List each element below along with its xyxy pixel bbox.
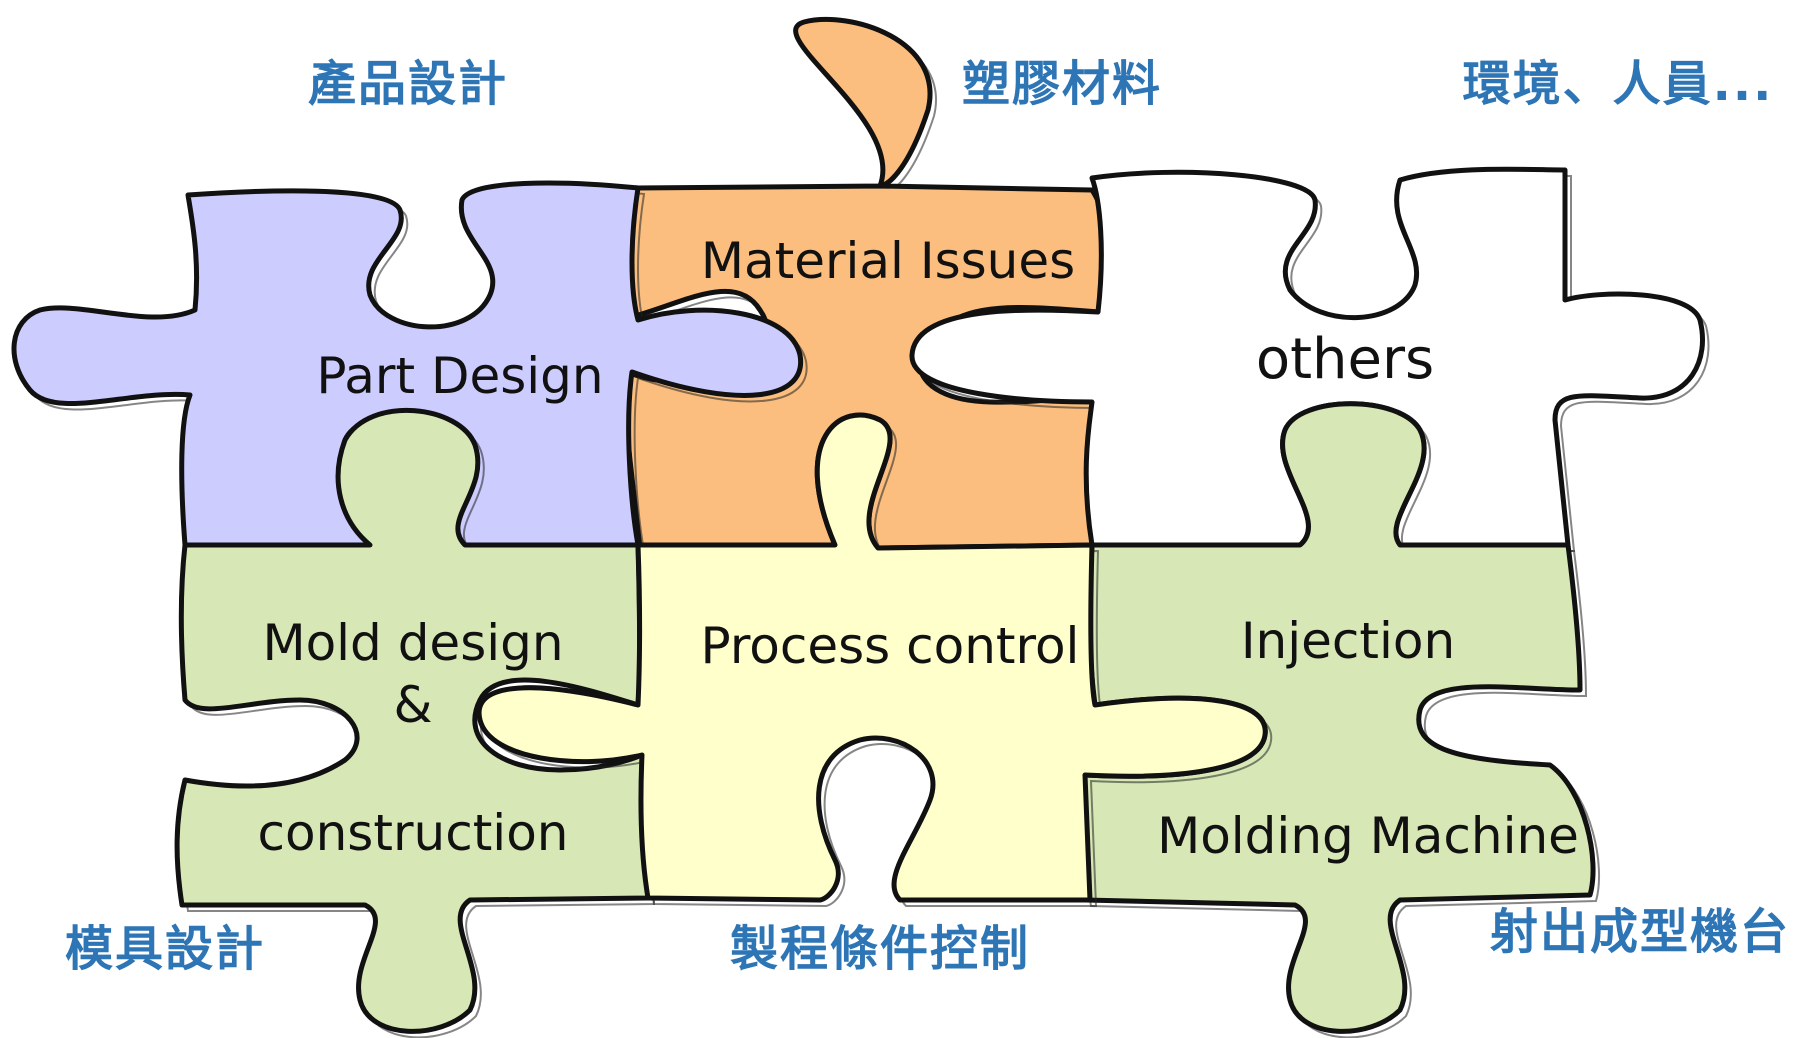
material-issues-label: Material Issues: [701, 232, 1075, 290]
part-design-label: Part Design: [316, 347, 603, 405]
mold-design-label-line2: &: [394, 676, 433, 734]
process-control-label: Process control: [701, 617, 1080, 675]
mold-design-chinese-caption: 模具設計: [65, 921, 265, 977]
injection-label-line1: Injection: [1241, 612, 1455, 670]
injection-machine-chinese-caption: 射出成型機台: [1490, 904, 1790, 960]
material-issues-chinese-caption: 塑膠材料: [962, 56, 1162, 112]
mold-design-label-line1: Mold design: [262, 614, 563, 672]
part-design-chinese-caption: 產品設計: [308, 56, 508, 112]
puzzle-piece-part-design: [11, 180, 808, 552]
injection-label-line2: Molding Machine: [1157, 807, 1579, 865]
puzzle-piece-process-control: [476, 412, 1273, 908]
others-chinese-caption: 環境、人員...: [1463, 56, 1774, 112]
puzzle-piece-mold-design: [174, 407, 656, 1038]
puzzle-piece-others: [909, 166, 1710, 552]
process-control-chinese-caption: 製程條件控制: [730, 921, 1030, 977]
others-label: others: [1256, 327, 1434, 392]
mold-design-label-line3: construction: [258, 804, 569, 862]
